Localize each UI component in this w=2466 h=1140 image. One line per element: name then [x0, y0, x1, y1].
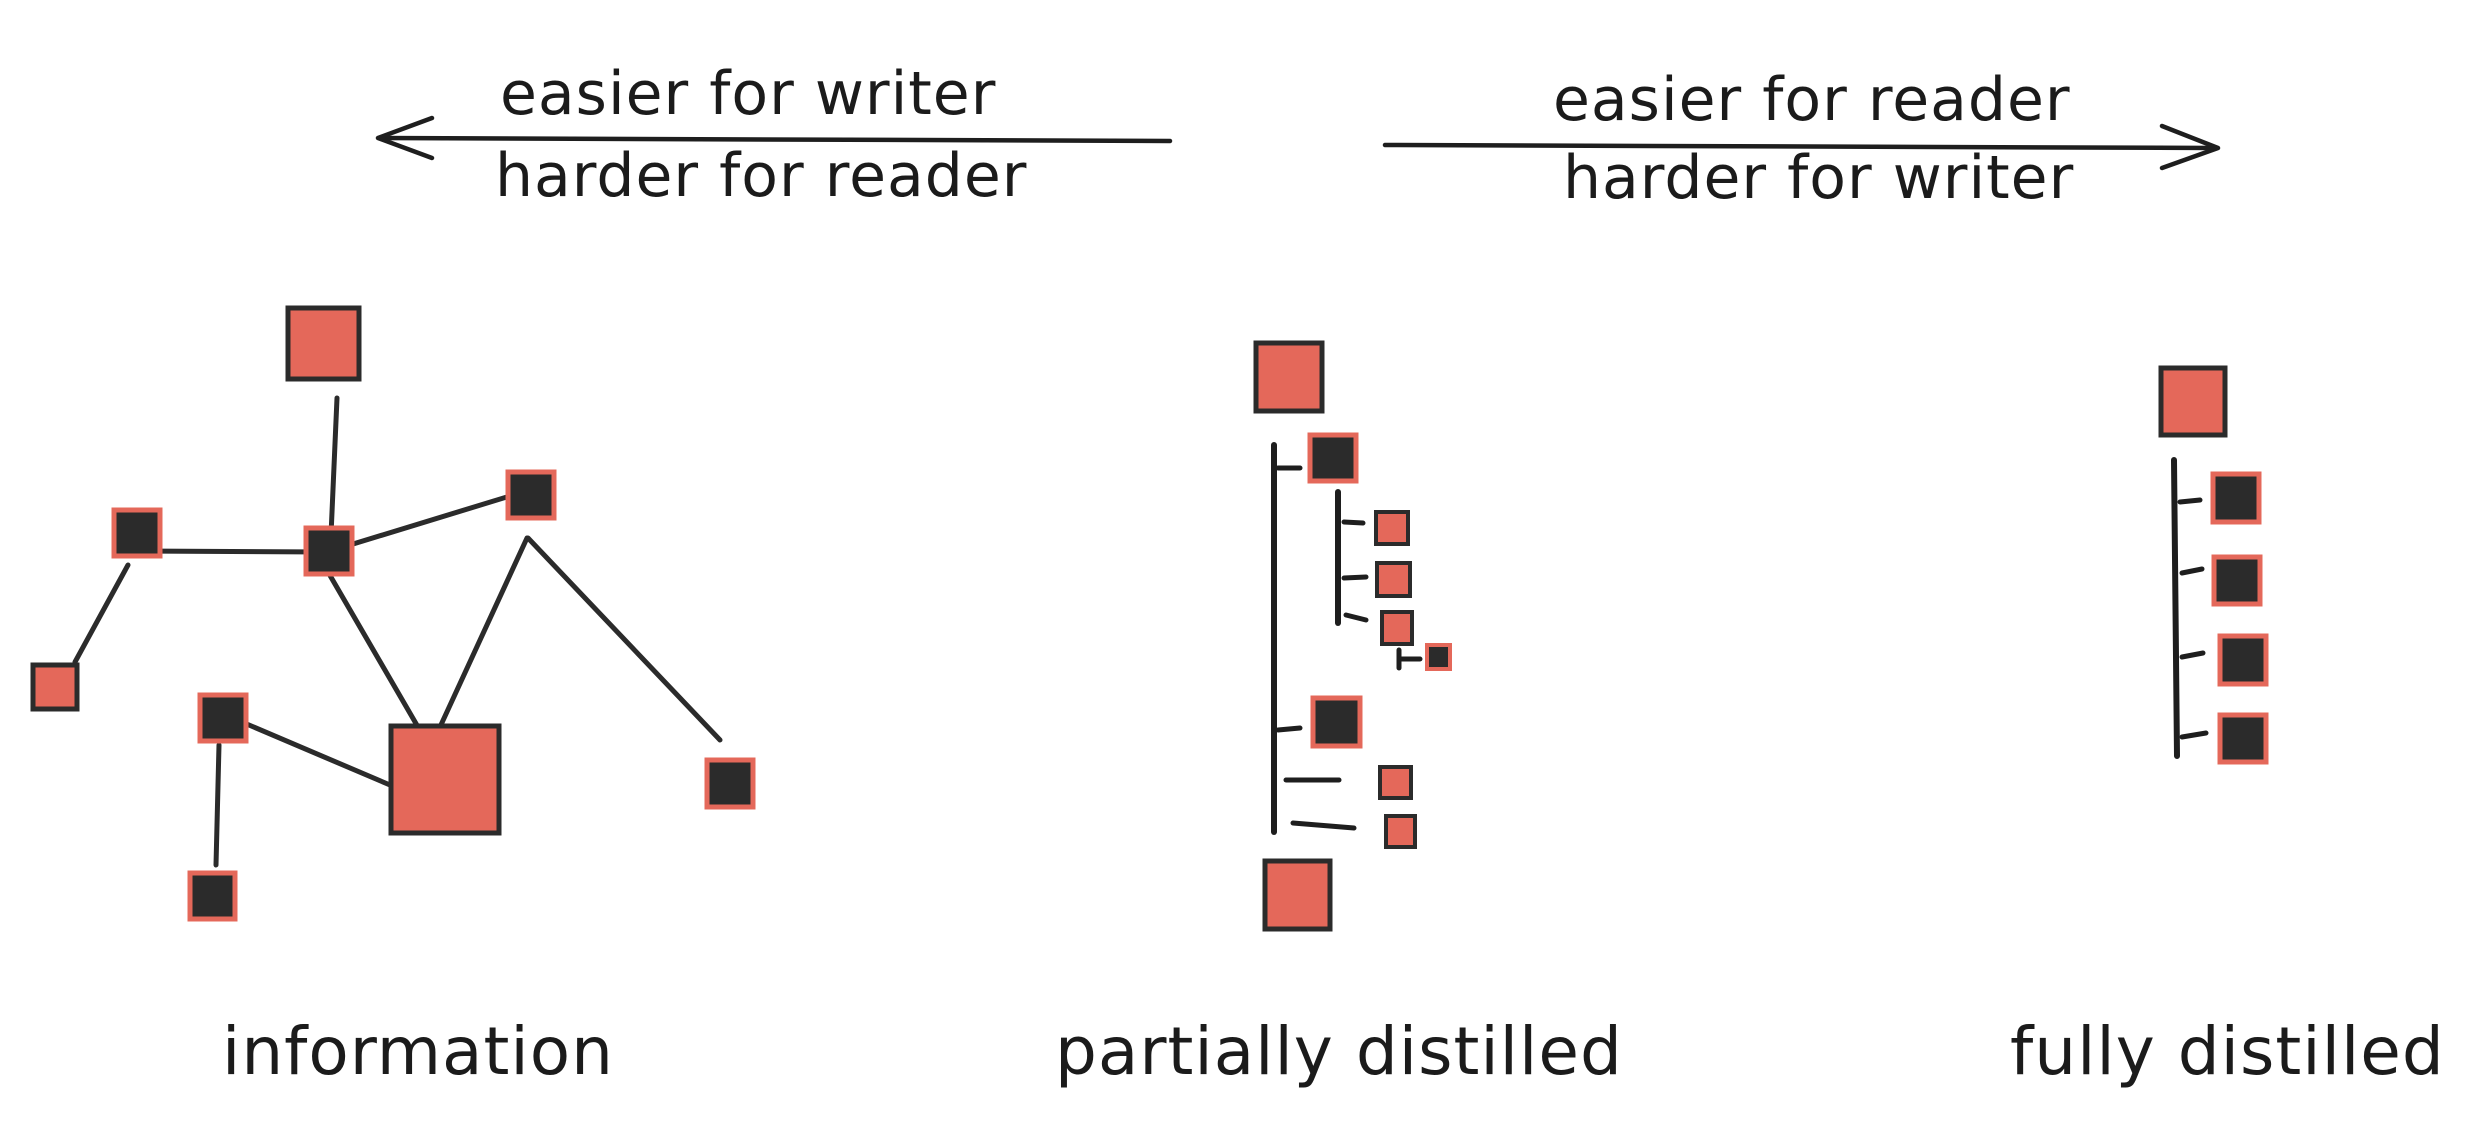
graph-node-dark: [111, 507, 163, 559]
outline-node-dark: [1310, 695, 1363, 749]
outline-node-light: [1374, 510, 1410, 546]
outline-node-light: [1384, 814, 1417, 849]
outline-tick: [1341, 519, 1366, 526]
right-direction: easier for reader harder for writer: [1382, 65, 2221, 213]
outline-node-dark: [2217, 712, 2269, 765]
graph-edge: [239, 719, 393, 788]
left-caption-top: easier for writer: [500, 59, 996, 129]
graph-node-dark: [303, 525, 355, 577]
outline-node-light: [1380, 610, 1414, 646]
left-arrow-head-icon: [375, 115, 435, 161]
graph-node-light: [30, 662, 80, 712]
outline-tick: [1341, 574, 1369, 581]
left-direction: easier for writer harder for reader: [375, 59, 1173, 211]
label-partially-distilled: partially distilled: [1055, 1013, 1623, 1090]
graph-node-dark: [704, 757, 756, 810]
graph-edge: [133, 548, 328, 555]
outline-main-bracket: [2171, 457, 2180, 759]
partially-distilled-outline: [1253, 340, 1452, 932]
outline-node-dark: [2210, 471, 2262, 525]
graph-node-dark: [187, 870, 238, 922]
information-graph: [30, 305, 756, 922]
outline-node-dark: [2217, 633, 2269, 687]
outline-root-node: [2158, 365, 2228, 438]
outline-node-dark: [2211, 554, 2263, 607]
outline-tick: [2179, 650, 2206, 660]
left-caption-bottom: harder for reader: [495, 141, 1027, 211]
graph-edge: [325, 569, 421, 730]
outline-tick: [1343, 612, 1369, 623]
graph-edge: [328, 395, 340, 538]
graph-node-light: [285, 305, 362, 382]
right-arrow-head-icon: [2159, 123, 2221, 171]
outline-end-node: [1262, 858, 1333, 932]
graph-node-dark: [505, 469, 557, 521]
graph-edge: [337, 493, 513, 551]
outline-node-dark: [1307, 432, 1359, 484]
outline-tick: [2177, 497, 2203, 505]
outline-tick: [2179, 730, 2209, 740]
outline-tick: [1290, 820, 1357, 831]
outline-node-light: [1375, 561, 1412, 598]
graph-edge: [213, 742, 222, 868]
outline-tick: [1275, 725, 1303, 733]
label-fully-distilled: fully distilled: [2010, 1013, 2445, 1090]
left-arrow-shaft: [377, 135, 1173, 144]
outline-tick: [2179, 566, 2205, 576]
outline-node-dark: [1425, 643, 1452, 671]
label-information: information: [222, 1013, 614, 1090]
outline-root-node: [1253, 340, 1325, 414]
graph-node-light: [388, 723, 502, 836]
fully-distilled-outline: [2158, 365, 2269, 765]
graph-edge: [437, 535, 530, 730]
graph-edge: [525, 535, 723, 743]
right-arrow-shaft: [1382, 142, 2218, 151]
right-caption-top: easier for reader: [1553, 65, 2071, 135]
graph-node-dark: [197, 692, 249, 744]
right-caption-bottom: harder for writer: [1563, 143, 2074, 213]
graph-edge: [72, 562, 131, 665]
outline-node-light: [1378, 765, 1413, 800]
